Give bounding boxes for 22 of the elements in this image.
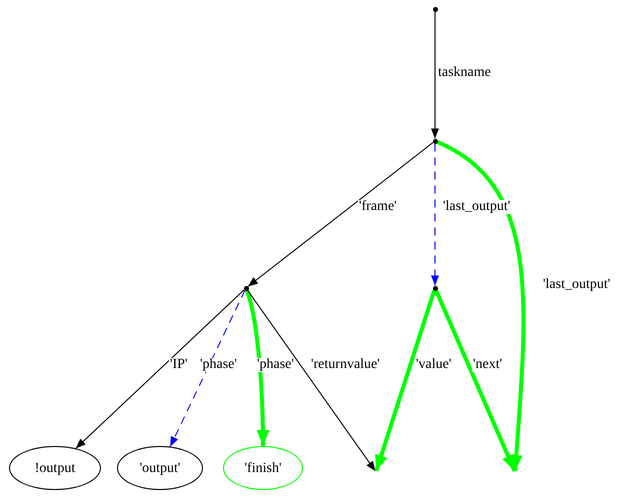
ellipse-node: 'finish' [223,446,303,490]
arrow [431,143,439,286]
arrow [247,142,434,287]
arrow [436,140,526,472]
arrow [244,290,270,446]
point-node [432,286,438,290]
point-node [432,138,438,144]
point-node [432,6,438,12]
ellipse-node: !output [9,446,101,490]
arrow [374,290,436,472]
point-node [244,286,248,290]
edge-label: 'phase' [199,358,238,372]
edge-label: 'last_output' [542,278,612,292]
arrow [431,11,439,139]
arrow [170,290,246,448]
edge-label: 'last_output' [442,200,512,214]
edge-label: 'phase' [256,358,295,372]
arrow [434,290,516,472]
arrow [246,290,376,472]
edge-label: 'next' [472,358,504,372]
arrow [75,289,245,449]
ellipse-node: 'output' [117,446,203,490]
